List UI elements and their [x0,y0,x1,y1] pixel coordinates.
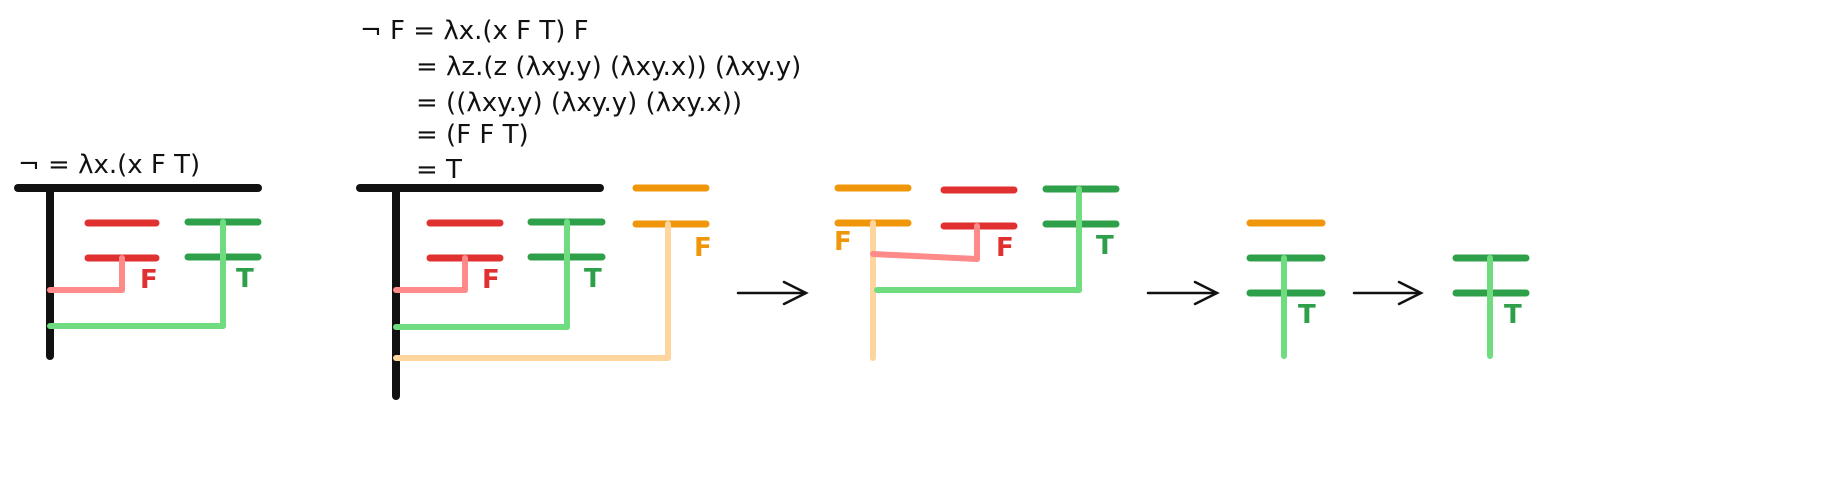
green-true-tag: T [1298,300,1316,330]
red-false-tag: F [996,233,1014,263]
derivation-line-5: = T [416,155,462,185]
arrow-3 [1352,280,1424,306]
false-tag: F [482,265,500,295]
orange-false-tag: F [834,227,852,257]
derivation-line-2: = λz.(z (λxy.y) (λxy.x)) (λxy.y) [416,52,802,82]
arrow-2 [1146,280,1220,306]
false-tag: F [140,265,158,295]
diagram-reduced [1246,219,1326,359]
green-true-tag: T [1096,231,1114,261]
true-tag: T [584,264,602,294]
diagram-fft [834,184,1120,361]
green-true-tag: T [1504,300,1522,330]
arrow-1 [736,280,809,306]
derivation-line-3: = ((λxy.y) (λxy.y) (λxy.x)) [416,88,743,118]
derivation-line-1: ¬ F = λx.(x F T) F [360,16,589,46]
diagram-not-applied [356,184,710,400]
true-tag: T [236,264,254,294]
derivation-line-4: = (F F T) [416,120,529,150]
diagram-true [1452,254,1530,359]
application-link-1 [870,251,980,262]
diagram-not [14,184,262,360]
not-definition: ¬ = λx.(x F T) [18,150,201,180]
arg-false-tag: F [694,233,712,263]
